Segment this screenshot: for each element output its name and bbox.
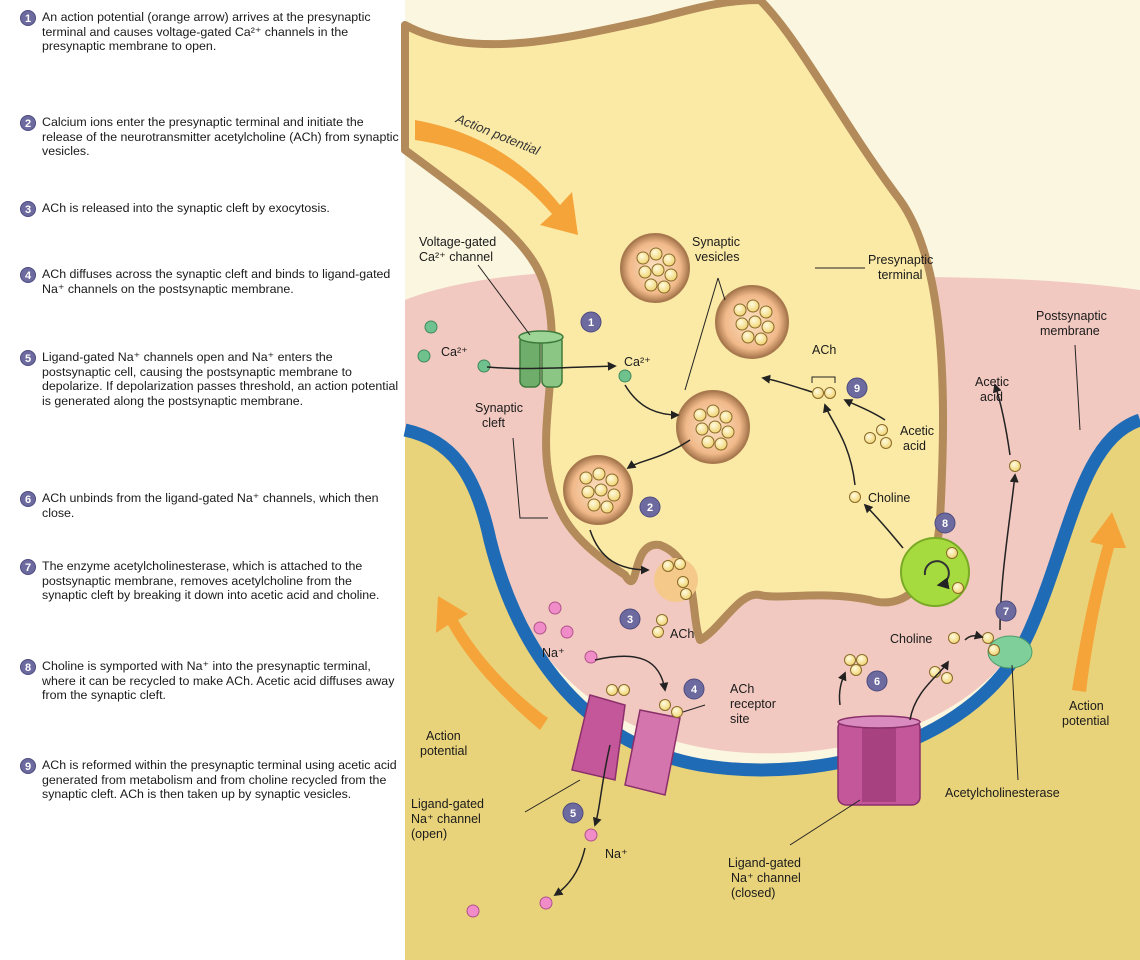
- ach-receptor-label: receptor: [730, 697, 776, 711]
- step-text: An action potential (orange arrow) arriv…: [42, 10, 371, 54]
- action-potential-arrow-left: [436, 596, 548, 730]
- postsynaptic-membrane-label: Postsynaptic: [1036, 309, 1107, 323]
- synaptic-cleft-label: Synaptic: [475, 401, 523, 415]
- step-text: ACh is reformed within the presynaptic t…: [42, 758, 397, 802]
- choline-symporter: [900, 537, 970, 607]
- ach-molecules: [579, 247, 1021, 718]
- step-badge: 7: [20, 559, 36, 575]
- action-potential-arrow-right: [1072, 512, 1126, 692]
- voltage-gated-ca-channel: [518, 330, 564, 388]
- step-text: ACh is released into the synaptic cleft …: [42, 201, 330, 215]
- presynaptic-terminal: [401, 0, 948, 644]
- step-badge: 3: [20, 201, 36, 217]
- action-potential-right-label: Action: [1069, 699, 1104, 713]
- action-potential-left-label: Action: [426, 729, 461, 743]
- step-3: 3 ACh is released into the synaptic cleft…: [20, 201, 400, 217]
- lg-open-label: (open): [411, 827, 447, 841]
- badge-label: 9: [854, 383, 860, 395]
- badge-label: 1: [588, 317, 594, 329]
- action-potential-arrow-top: [415, 120, 578, 235]
- step-text: ACh unbinds from the ligand-gated Na⁺ ch…: [42, 491, 379, 520]
- ca-inside-label: Ca²⁺: [624, 355, 651, 369]
- ca-outside-label: Ca²⁺: [441, 345, 468, 359]
- synaptic-vesicles-label: Synaptic: [692, 235, 740, 249]
- vg-channel-label: Ca²⁺ channel: [419, 250, 493, 264]
- action-potential-right-label: potential: [1062, 714, 1109, 728]
- symporter-rotation-icon: [923, 560, 950, 590]
- step-text: Choline is symported with Na⁺ into the p…: [42, 659, 395, 703]
- na-ions: [466, 601, 598, 918]
- badge-label: 4: [691, 684, 698, 696]
- step-7: 7 The enzyme acetylcholinesterase, which …: [20, 559, 400, 603]
- ach-top-label: ACh: [812, 343, 836, 357]
- presynaptic-terminal-label: Presynaptic: [868, 253, 933, 267]
- ach-receptor-label: ACh: [730, 682, 754, 696]
- ach-cleft-label: ACh: [670, 627, 694, 641]
- badge-label: 3: [627, 614, 633, 626]
- step-list: 1 An action potential (orange arrow) arri…: [0, 0, 405, 960]
- step-badge: 8: [20, 659, 36, 675]
- acetylcholinesterase-enzyme: [987, 635, 1033, 669]
- vg-channel-label: Voltage-gated: [419, 235, 496, 249]
- choline-cleft-label: Choline: [890, 632, 932, 646]
- ach-receptor-label: site: [730, 712, 750, 726]
- acetic-acid-out-label: Acetic: [975, 375, 1009, 389]
- step-badge: 2: [20, 115, 36, 131]
- step-text: Calcium ions enter the presynaptic termi…: [42, 115, 399, 159]
- step-badge: 5: [20, 350, 36, 366]
- step-badge: 6: [20, 491, 36, 507]
- ca-ions: [417, 320, 632, 383]
- synaptic-vesicles-label: vesicles: [695, 250, 739, 264]
- acetic-acid-inside-label: Acetic: [900, 424, 934, 438]
- synaptic-cleft-label: cleft: [482, 416, 505, 430]
- badge-label: 2: [647, 502, 653, 514]
- step-8: 8 Choline is symported with Na⁺ into the …: [20, 659, 400, 703]
- postsynaptic-membrane-label: membrane: [1040, 324, 1100, 338]
- presynaptic-terminal-label: terminal: [878, 268, 922, 282]
- lg-open-label: Ligand-gated: [411, 797, 484, 811]
- na-bottom-label: Na⁺: [605, 847, 628, 861]
- action-potential-left-label: potential: [420, 744, 467, 758]
- lg-closed-label: Ligand-gated: [728, 856, 801, 870]
- badge-label: 5: [570, 808, 576, 820]
- step-1: 1 An action potential (orange arrow) arri…: [20, 10, 400, 54]
- postsynaptic-cell: [405, 420, 1140, 960]
- ligand-gated-na-channel-open: [571, 694, 681, 796]
- badge-label: 8: [942, 518, 948, 530]
- lg-closed-label: Na⁺ channel: [731, 871, 801, 885]
- step-text: The enzyme acetylcholinesterase, which i…: [42, 559, 380, 603]
- step-4: 4 ACh diffuses across the synaptic cleft …: [20, 267, 400, 296]
- ligand-gated-na-channel-closed: [837, 715, 921, 806]
- step-2: 2 Calcium ions enter the presynaptic term…: [20, 115, 400, 159]
- step-9: 9 ACh is reformed within the presynaptic …: [20, 758, 400, 802]
- choline-inside-label: Choline: [868, 491, 910, 505]
- step-5: 5 Ligand-gated Na⁺ channels open and Na⁺ …: [20, 350, 400, 408]
- step-badge: 9: [20, 758, 36, 774]
- acetic-acid-out-label: acid: [980, 390, 1003, 404]
- acetylcholinesterase-label: Acetylcholinesterase: [945, 786, 1060, 800]
- acetic-acid-inside-label: acid: [903, 439, 926, 453]
- step-text: Ligand-gated Na⁺ channels open and Na⁺ e…: [42, 350, 399, 408]
- diagram-badges: 1 2 3 4 5 6 7 8 9: [562, 311, 1017, 824]
- process-arrows: [486, 361, 1019, 896]
- lg-open-label: Na⁺ channel: [411, 812, 481, 826]
- na-top-label: Na⁺: [542, 646, 565, 660]
- lg-closed-label: (closed): [731, 886, 775, 900]
- step-badge: 4: [20, 267, 36, 283]
- step-text: ACh diffuses across the synaptic cleft a…: [42, 267, 391, 296]
- step-badge: 1: [20, 10, 36, 26]
- step-6: 6 ACh unbinds from the ligand-gated Na⁺ c…: [20, 491, 400, 520]
- postsynaptic-membrane: [403, 413, 1140, 777]
- badge-label: 7: [1003, 606, 1009, 618]
- badge-label: 6: [874, 676, 880, 688]
- leader-lines: [477, 264, 1081, 846]
